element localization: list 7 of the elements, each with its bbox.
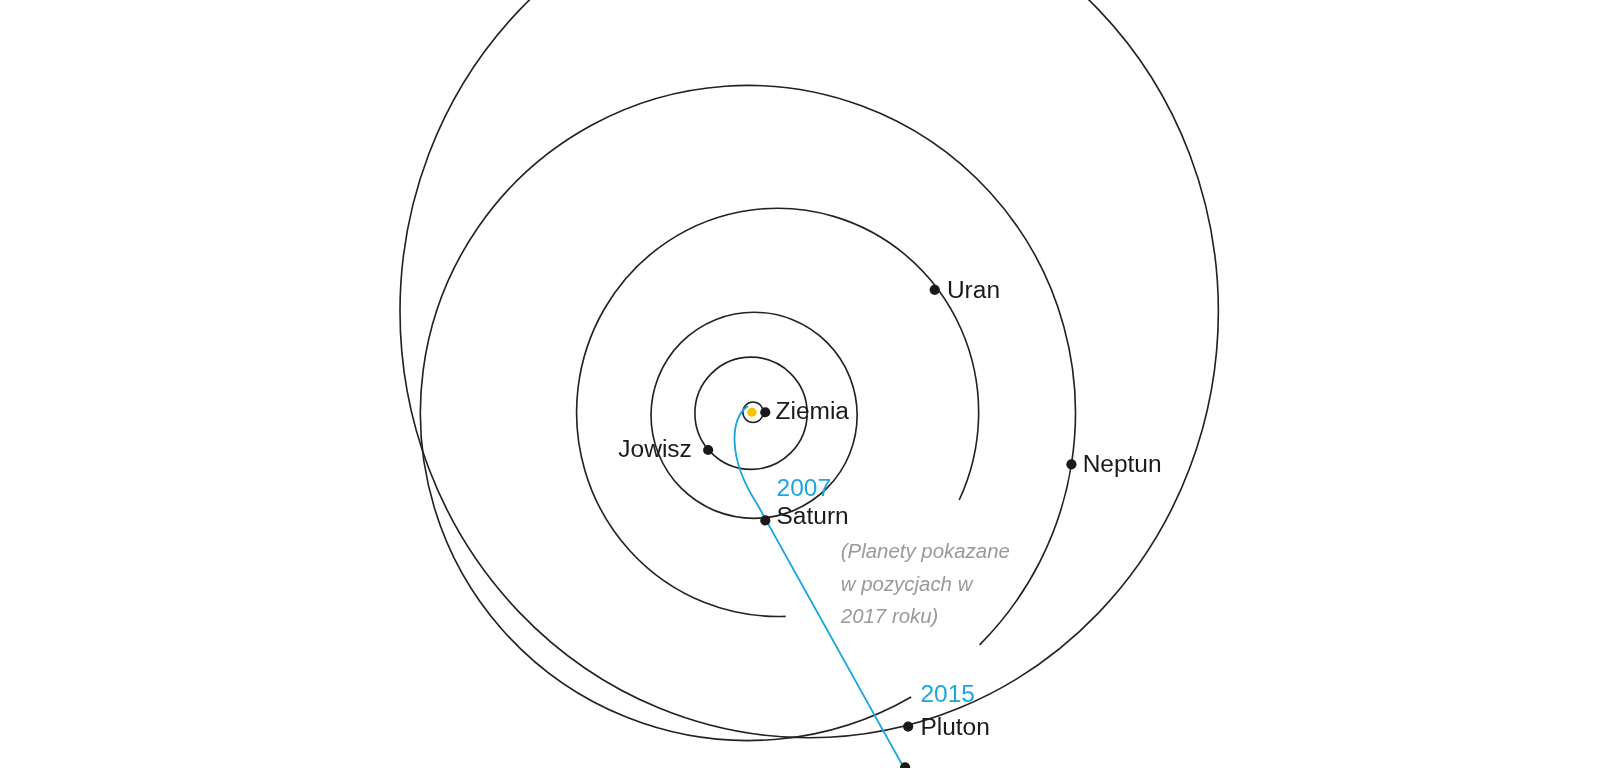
- year-label: 2015: [920, 681, 975, 707]
- planet-label: Uran: [946, 277, 1000, 303]
- year-label: 2007: [776, 475, 831, 500]
- note-text: (Planety pokazane w pozycjach w 2017 roku): [840, 538, 1011, 630]
- planet-label: Pluton: [920, 714, 990, 739]
- planet-label: Neptun: [1082, 452, 1162, 477]
- planet-label: Saturn: [776, 504, 849, 529]
